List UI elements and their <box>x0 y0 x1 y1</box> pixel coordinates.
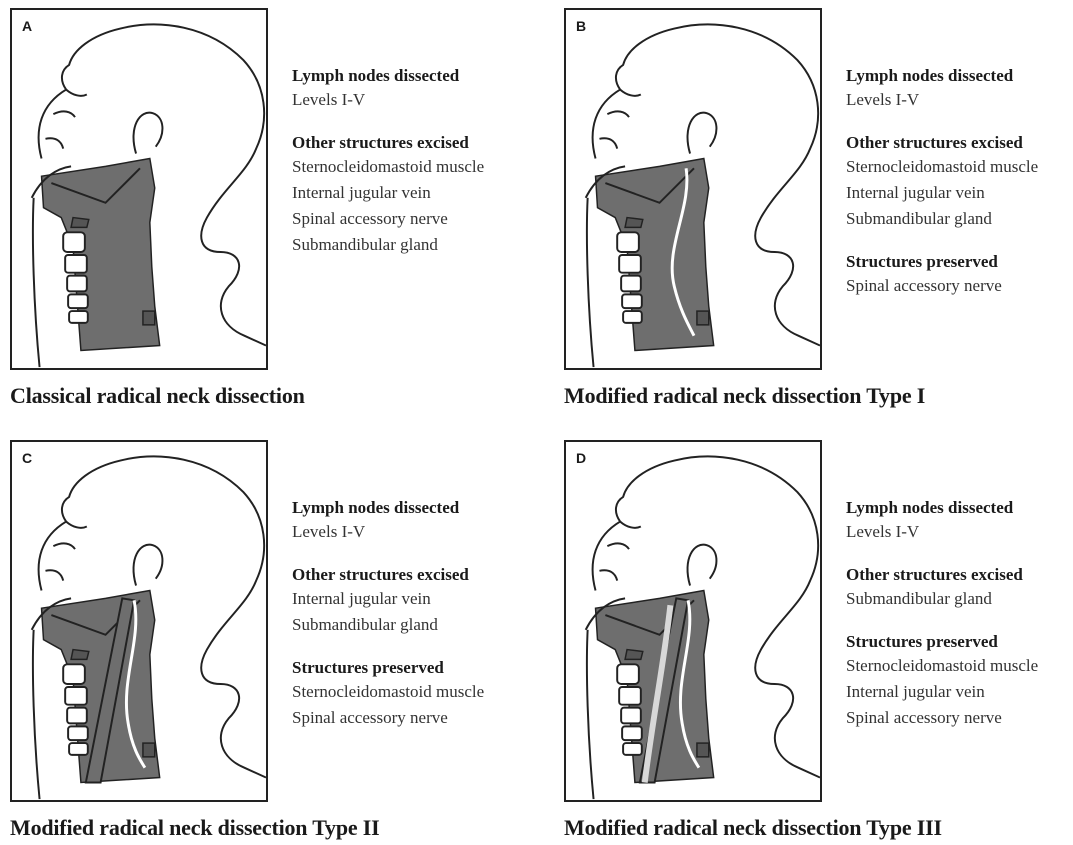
panel-caption: Modified radical neck dissection Type I <box>564 383 925 409</box>
illustration-frame: A <box>10 8 268 370</box>
list-item: Internal jugular vein <box>846 679 1073 705</box>
list-item: Sternocleidomastoid muscle <box>846 653 1073 679</box>
list-item: Levels I-V <box>846 87 1073 113</box>
list-item: Submandibular gland <box>292 232 532 258</box>
section-heading: Other structures excised <box>292 563 532 586</box>
list-item: Spinal accessory nerve <box>292 206 532 232</box>
illustration-frame: D <box>564 440 822 802</box>
section-heading: Other structures excised <box>846 131 1073 154</box>
section-heading: Lymph nodes dissected <box>846 496 1073 519</box>
panel-letter: B <box>576 18 586 34</box>
list-item: Spinal accessory nerve <box>846 705 1073 731</box>
list-item: Spinal accessory nerve <box>292 705 532 731</box>
panel-caption: Modified radical neck dissection Type II… <box>564 815 942 841</box>
list-item: Levels I-V <box>292 87 532 113</box>
section-heading: Structures preserved <box>846 630 1073 653</box>
neck-illustration <box>566 442 820 800</box>
list-item: Sternocleidomastoid muscle <box>292 679 532 705</box>
section-heading: Lymph nodes dissected <box>292 496 532 519</box>
section-heading: Lymph nodes dissected <box>846 64 1073 87</box>
list-item: Spinal accessory nerve <box>846 273 1073 299</box>
panel-caption: Classical radical neck dissection <box>10 383 305 409</box>
info-list: Lymph nodes dissected Levels I-V Other s… <box>292 496 532 749</box>
panel-letter: A <box>22 18 32 34</box>
list-item: Internal jugular vein <box>292 586 532 612</box>
section-heading: Lymph nodes dissected <box>292 64 532 87</box>
dissected-region <box>42 158 160 350</box>
list-item: Sternocleidomastoid muscle <box>292 154 532 180</box>
panel-caption: Modified radical neck dissection Type II <box>10 815 379 841</box>
illustration-frame: C <box>10 440 268 802</box>
section-heading: Other structures excised <box>846 563 1073 586</box>
panel-letter: C <box>22 450 32 466</box>
neck-illustration <box>12 442 266 800</box>
neck-illustration <box>566 10 820 368</box>
section-heading: Structures preserved <box>846 250 1073 273</box>
list-item: Levels I-V <box>846 519 1073 545</box>
section-heading: Other structures excised <box>292 131 532 154</box>
list-item: Submandibular gland <box>846 206 1073 232</box>
list-item: Internal jugular vein <box>292 180 532 206</box>
illustration-frame: B <box>564 8 822 370</box>
panel-letter: D <box>576 450 586 466</box>
list-item: Sternocleidomastoid muscle <box>846 154 1073 180</box>
list-item: Levels I-V <box>292 519 532 545</box>
list-item: Internal jugular vein <box>846 180 1073 206</box>
dissected-region <box>596 158 714 350</box>
section-heading: Structures preserved <box>292 656 532 679</box>
info-list: Lymph nodes dissected Levels I-V Other s… <box>846 496 1073 749</box>
info-list: Lymph nodes dissected Levels I-V Other s… <box>292 64 532 276</box>
list-item: Submandibular gland <box>846 586 1073 612</box>
list-item: Submandibular gland <box>292 612 532 638</box>
neck-illustration <box>12 10 266 368</box>
info-list: Lymph nodes dissected Levels I-V Other s… <box>846 64 1073 317</box>
